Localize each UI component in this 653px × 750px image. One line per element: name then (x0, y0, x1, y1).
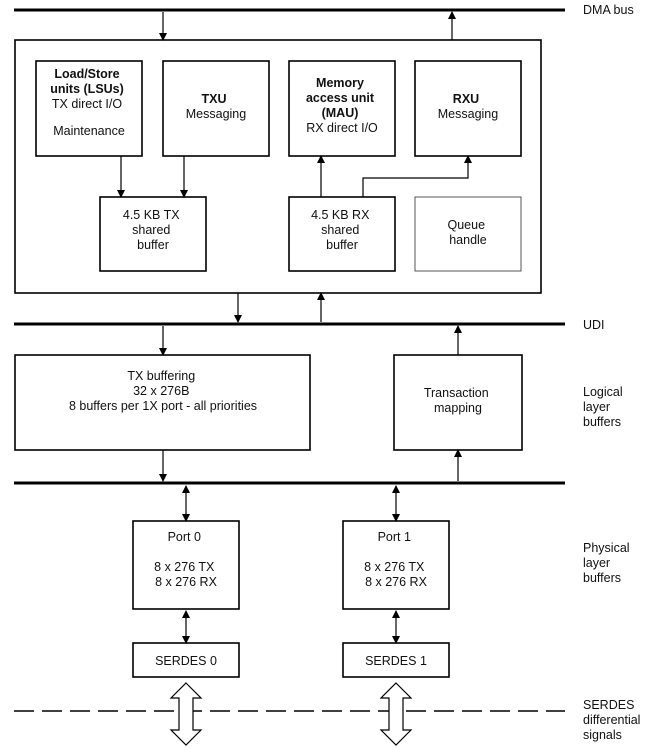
serdes1-signal-arrow (379, 682, 413, 746)
serdes-signals-label: SERDES differential signals (583, 698, 644, 742)
transaction-mapping-text: Transaction mapping (424, 386, 492, 415)
txu-text: TXU Messaging (186, 90, 246, 121)
tx-buffering-text: TX buffering 32 x 276B 8 buffers per 1X … (69, 369, 257, 413)
rx-shared-buffer-box (288, 196, 396, 272)
mau-text: Memory access unit (MAU) RX direct I/O (306, 74, 378, 135)
udi-label: UDI (583, 318, 605, 332)
mau-box (288, 60, 396, 157)
physical-layer-label: Physical layer buffers (583, 541, 633, 585)
dma-bus-label: DMA bus (583, 3, 634, 17)
lsu-box (35, 60, 143, 157)
tx-shared-buffer-box (99, 196, 207, 272)
lsu-text: Load/Store units (LSUs) TX direct I/O Ma… (50, 65, 128, 138)
port0-text: Port 0 8 x 276 TX 8 x 276 RX (154, 530, 218, 589)
serdes1-text: SERDES 1 (365, 654, 427, 668)
txu-box (162, 60, 270, 157)
rxu-text: RXU Messaging (438, 90, 498, 121)
serdes0-signal-arrow (169, 682, 203, 746)
queue-handle-box (414, 196, 522, 272)
rx-shared-buffer-text: 4.5 KB RX shared buffer (311, 208, 373, 252)
logical-layer-label: Logical layer buffers (583, 385, 626, 429)
rx-buffer-to-rxu-arrow (362, 155, 472, 197)
tx-shared-buffer-text: 4.5 KB TX shared buffer (123, 208, 183, 252)
serdes0-text: SERDES 0 (155, 654, 217, 668)
port1-text: Port 1 8 x 276 TX 8 x 276 RX (364, 530, 428, 589)
core-container (14, 39, 542, 294)
queue-handle-text: Queue handle (447, 218, 488, 247)
